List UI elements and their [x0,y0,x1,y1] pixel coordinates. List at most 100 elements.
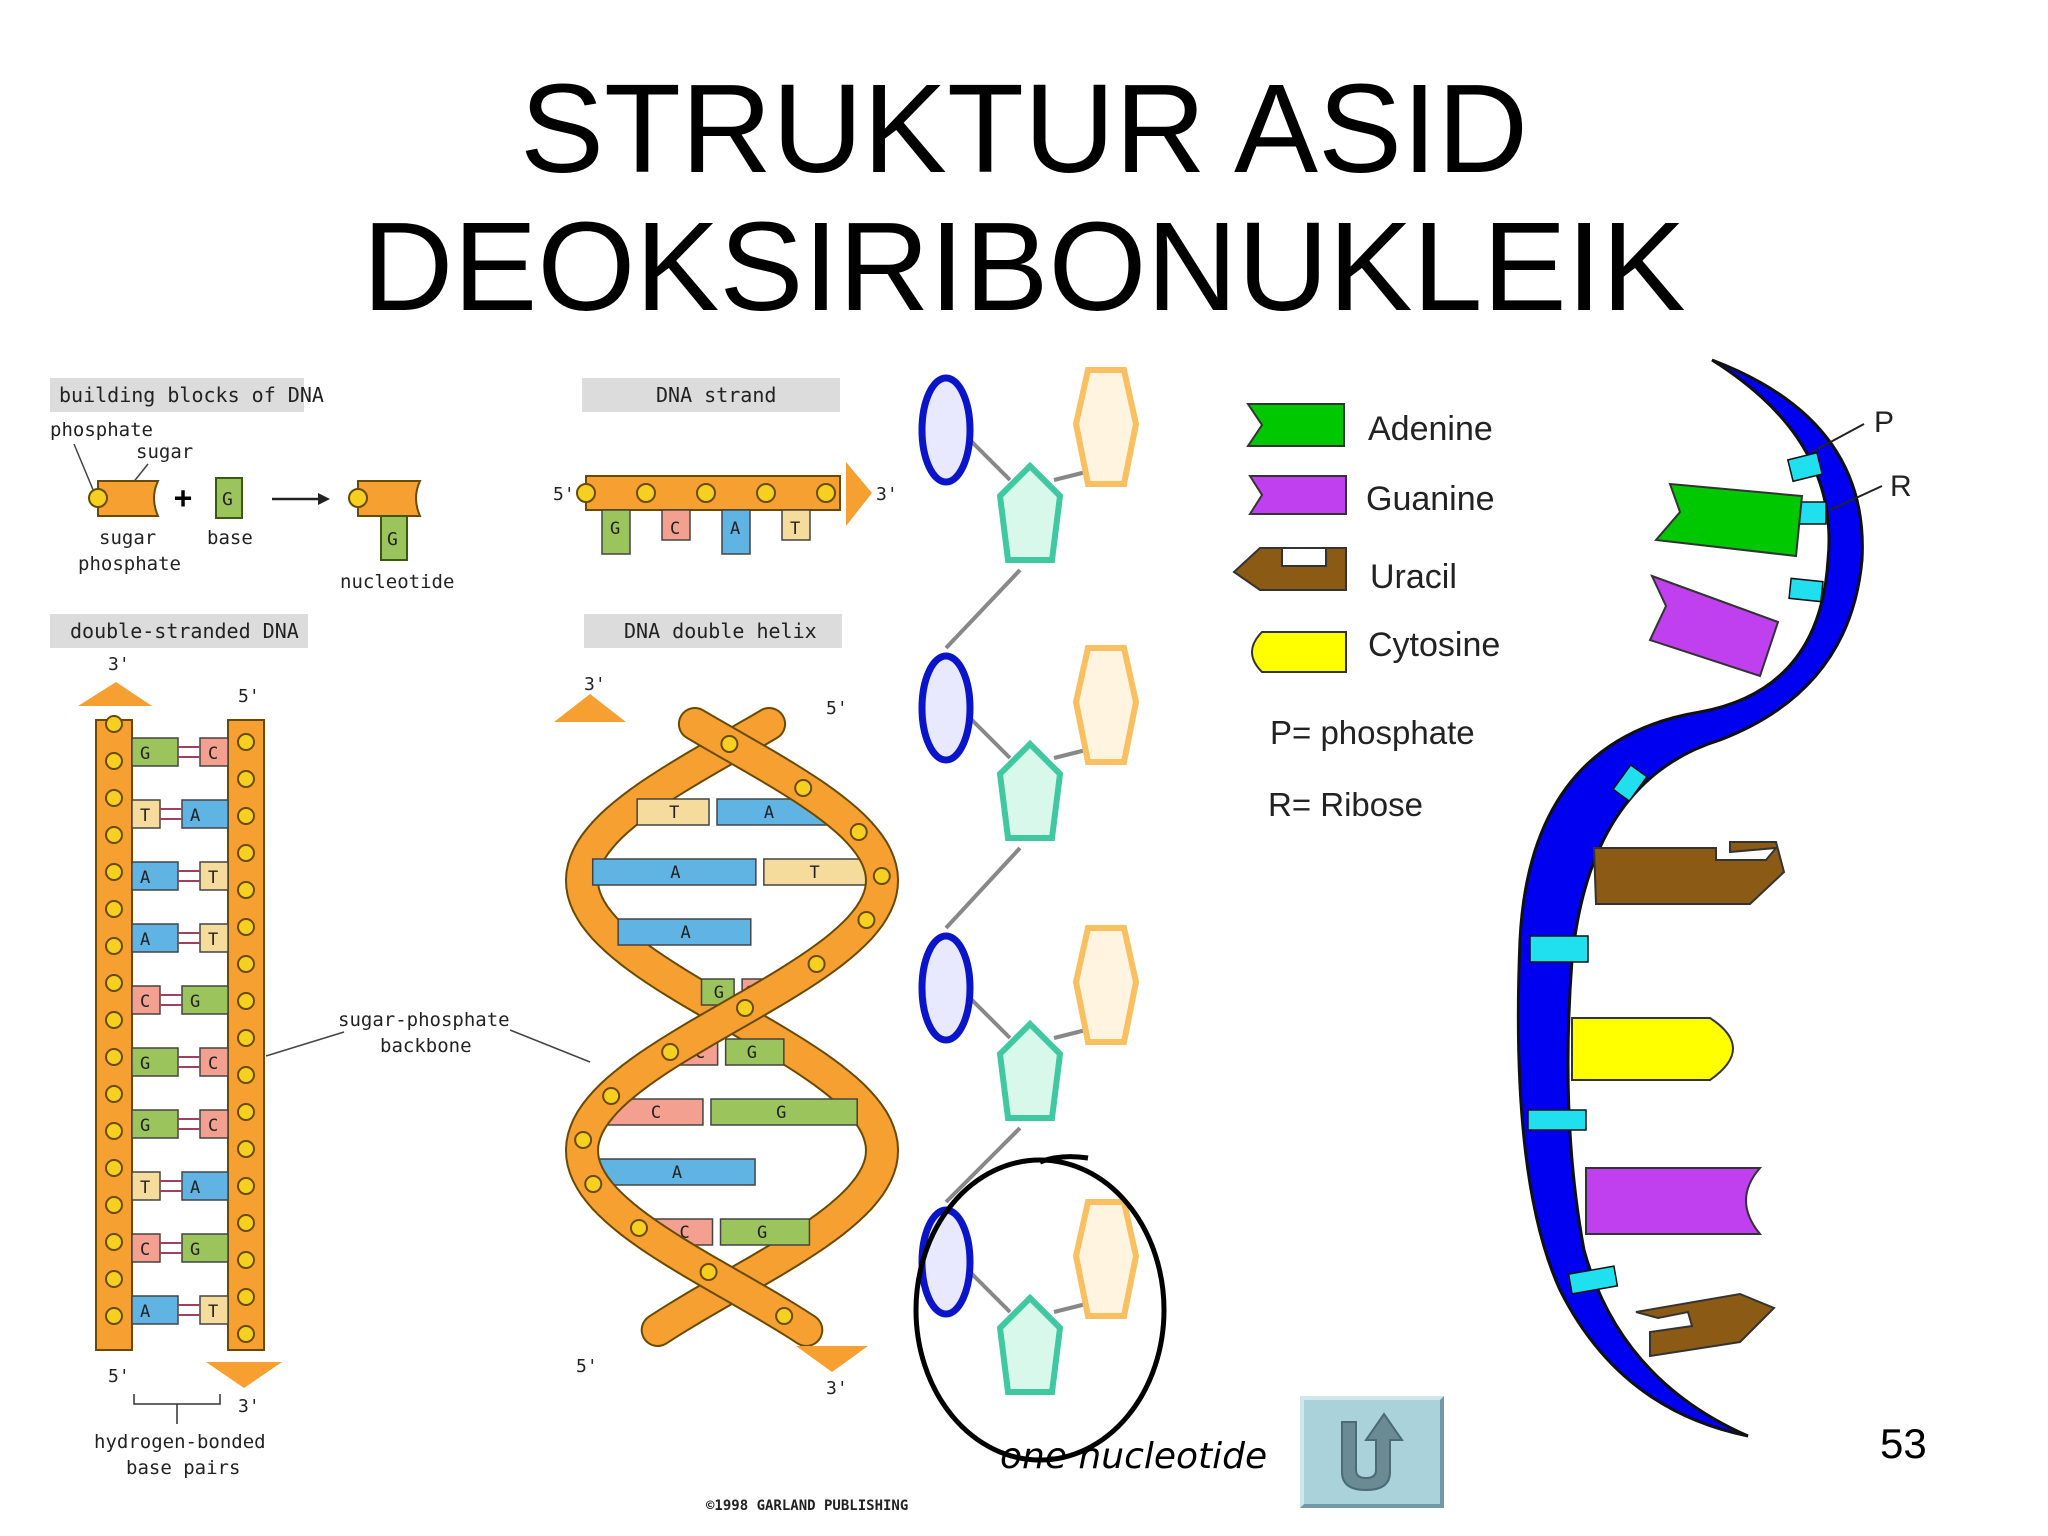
dh-base-left-letter: C [651,1103,661,1123]
dh-base-left-letter: A [680,923,690,943]
phosphate-ellipse [918,1206,974,1318]
arrow-head [318,493,330,505]
hbond-label-2: base pairs [126,1457,240,1479]
strand-arrow [846,462,872,526]
dh-base-right [763,858,873,886]
slide-title: STRUKTUR ASID DEOKSIRIBONUKLEIK [0,60,2048,336]
ds-base-left [131,1295,179,1325]
ds-top-right: 5' [238,686,260,707]
ribose-segment [1612,763,1648,803]
phosphate-leader [73,443,95,493]
ds-base-right [199,923,229,953]
ds-phosphate-right [237,1325,255,1343]
ds-base-left-letter: C [140,1240,150,1260]
ds-phosphate-right [237,992,255,1010]
ds-base-right-letter: C [208,1054,218,1074]
legend-guanine: Guanine [1366,480,1495,518]
ds-base-right [199,737,229,767]
r-leader [1829,485,1883,511]
ds-base-right [199,1295,229,1325]
ds-base-right-letter: T [208,930,218,950]
ds-base-left [131,923,179,953]
rna-backbone [1516,358,1864,1438]
dh-phosphate [794,779,813,797]
ds-base-left-letter: A [140,1302,150,1322]
legend-phosphate-def: P= phosphate [1270,714,1475,751]
dh-strand-b [566,709,898,1345]
ds-base-left-letter: G [140,744,150,764]
ds-phosphate-left [105,789,123,807]
rna-uracil-1 [1592,841,1786,905]
dh-base-right-letter: A [764,803,774,823]
rna-cytosine [1571,1017,1734,1081]
ds-base-right [181,1233,229,1263]
building-blocks-header-bg [50,378,304,412]
sugar-phosphate-label-2: phosphate [78,553,181,575]
dh-back-strand [564,707,900,1347]
ds-phosphate-left [105,715,123,733]
ds-phosphate-right [237,770,255,788]
strand-base-letter: C [670,519,680,539]
strand-base-letter: G [610,519,620,539]
ds-base-left [131,1171,161,1201]
dh-top-left: 3' [584,674,606,695]
ds-base-right-letter: G [190,992,200,1012]
rna-strand: P R [1516,358,1912,1438]
ds-base-left-letter: A [140,868,150,888]
back-button[interactable] [1300,1396,1444,1508]
dh-phosphate [574,1131,593,1149]
dh-base-left [617,918,752,946]
rna-guanine-2 [1585,1167,1763,1235]
ds-base-left-letter: T [140,1178,150,1198]
dh-phosphate [872,867,891,885]
nucleotide-base [380,515,408,561]
strand-phosphate [636,483,656,503]
nucleotide-label: nucleotide [340,571,454,593]
dh-phosphate [629,1219,648,1237]
dna-strand-header-bg [582,378,840,412]
guanine-swatch [1248,475,1347,515]
rna-p-label: P [1874,406,1894,439]
rna-guanine [1648,574,1780,678]
double-stranded-header-bg [50,614,308,648]
dh-base-left-letter: T [669,803,679,823]
strand-base-letter: A [730,519,740,539]
ds-phosphate-right [237,1029,255,1047]
chain-link [944,846,1022,930]
ds-base-right [199,1047,229,1077]
ds-base-left [131,799,161,829]
nitrogen-base [1072,645,1140,765]
ds-top-arrow [78,682,152,706]
base-g-block [215,477,243,519]
ds-base-left [131,861,179,891]
dh-base-right-letter: G [747,1043,757,1063]
ds-phosphate-right [237,1066,255,1084]
uracil-swatch [1232,547,1347,591]
ds-base-left-letter: G [140,1054,150,1074]
nucleotide-sugar [357,480,422,517]
dh-bottom-arrow [796,1346,868,1372]
ds-base-right [181,1171,229,1201]
ds-bottom-right: 3' [238,1396,260,1417]
strand-base-letter: T [790,519,800,539]
strand-phosphate [576,483,596,503]
ds-phosphate-right [237,1140,255,1158]
pentose-sugar [996,739,1064,841]
legend-ribose-def: R= Ribose [1268,786,1423,823]
dna-strand-header: DNA strand [656,383,776,407]
ds-phosphate-left [105,1122,123,1140]
dh-phosphate [736,999,755,1017]
ds-base-left [131,1233,161,1263]
phosphate-sugar-link [968,996,1012,1040]
ds-top-left: 3' [108,654,130,675]
ds-phosphate-left [105,1307,123,1325]
backbone-label-2: backbone [380,1035,472,1057]
ds-base-right-letter: T [208,1302,218,1322]
dh-phosphate [661,1043,680,1061]
ds-base-left-letter: A [140,930,150,950]
ds-base-right-letter: C [208,744,218,764]
ds-phosphate-right [237,1251,255,1269]
